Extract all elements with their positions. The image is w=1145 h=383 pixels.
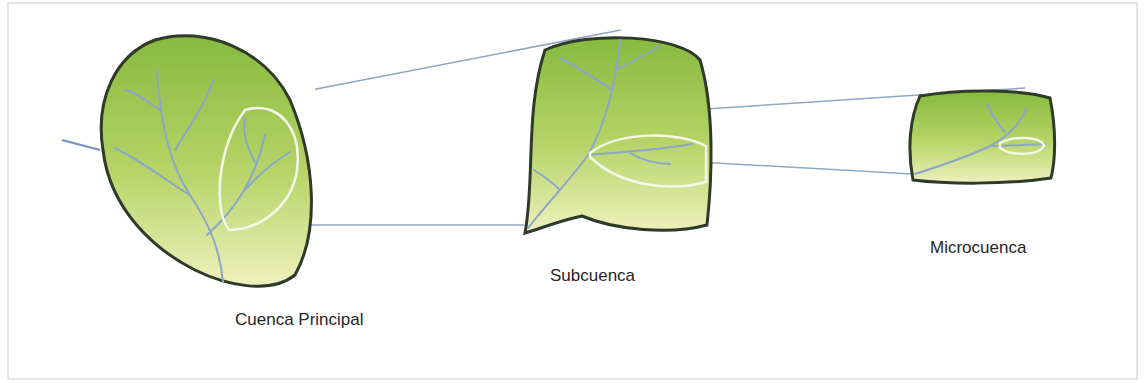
basin-outline — [910, 91, 1055, 183]
river-line — [990, 144, 1045, 146]
basin-outline — [525, 38, 711, 233]
river-line — [528, 40, 620, 228]
basin-node: Microcuenca — [905, 88, 1055, 185]
river-line — [207, 135, 265, 235]
river-line — [630, 153, 670, 164]
basin-node: Subcuenca — [520, 30, 710, 232]
basin-label: Subcuenca — [550, 266, 635, 286]
river-line — [244, 118, 255, 162]
river-line — [115, 148, 190, 195]
basin-shape — [905, 88, 1055, 185]
river-line — [125, 90, 160, 110]
river-line — [534, 170, 560, 190]
river-line — [987, 104, 1005, 132]
basin-shape — [520, 30, 710, 232]
basin-label: Microcuenca — [930, 238, 1026, 258]
river-line — [157, 70, 223, 282]
frame-border — [8, 3, 1137, 379]
sub-area-outline — [220, 108, 298, 230]
basin-outline — [101, 36, 311, 287]
sub-area-outline — [590, 136, 706, 187]
sub-area-outline — [1000, 138, 1044, 154]
river-line — [560, 58, 612, 90]
river-line — [616, 46, 660, 70]
river-outlet — [62, 140, 100, 150]
river-line — [175, 80, 213, 150]
basin-shape — [95, 30, 315, 288]
river-line — [915, 108, 1027, 174]
basin-node: Cuenca Principal — [95, 30, 315, 288]
basin-label: Cuenca Principal — [235, 310, 364, 330]
